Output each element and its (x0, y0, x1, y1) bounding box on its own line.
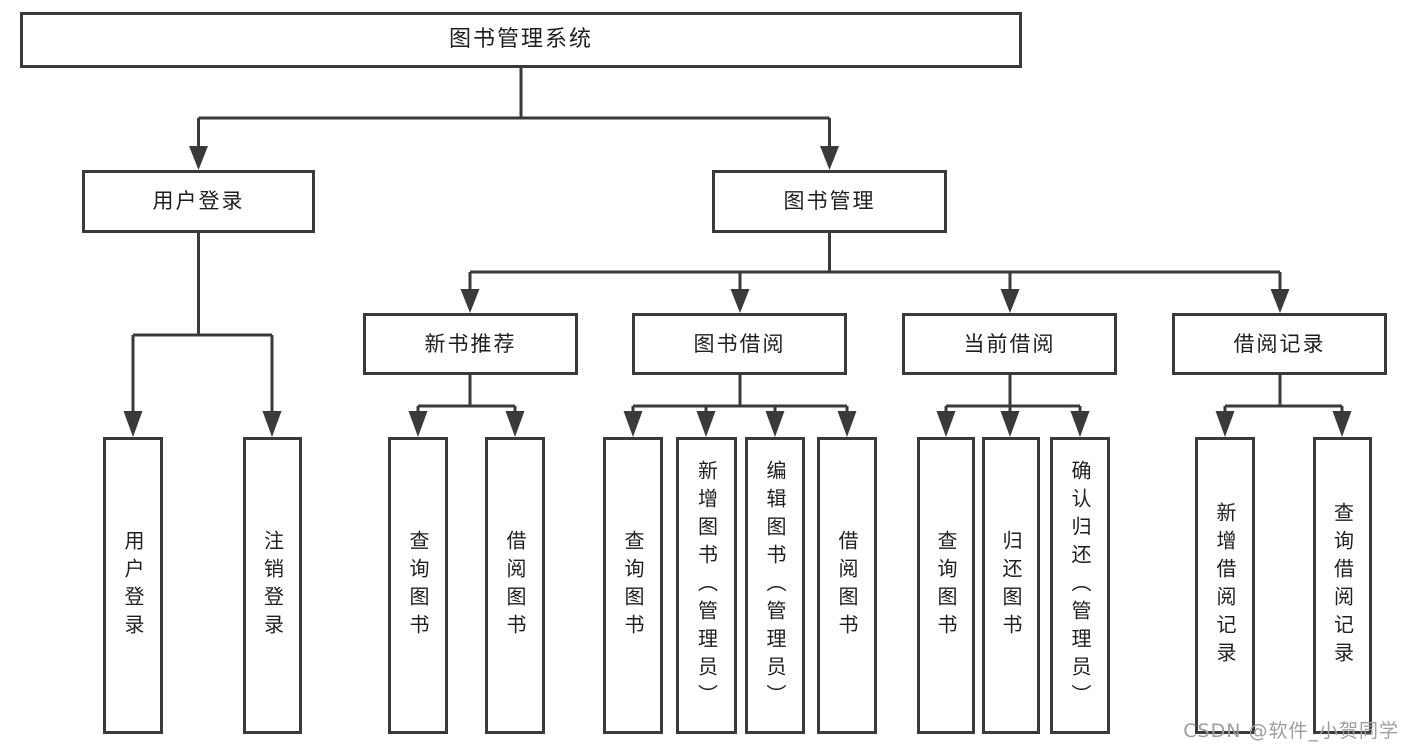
leaf-edit-books-admin: 编辑图书（管理员） (745, 437, 805, 734)
leaf-query-books-recommend: 查询图书 (388, 437, 448, 734)
connector-root-to-level2 (197, 68, 831, 150)
node-book-borrowing: 图书借阅 (632, 313, 847, 375)
arrowhead-icon (505, 411, 525, 437)
leaf-add-books-admin: 新增图书（管理员） (676, 437, 737, 734)
arrowhead-icon (189, 146, 208, 170)
arrowhead-icon (1270, 289, 1290, 313)
leaf-borrow-books-borrowing: 借阅图书 (817, 437, 877, 734)
node-new-book-recommend: 新书推荐 (363, 313, 578, 375)
arrowhead-icon (1332, 411, 1352, 437)
arrowhead-icon (936, 411, 956, 437)
watermark: CSDN @软件_小贺同学 (1183, 720, 1399, 742)
node-current-borrowing: 当前借阅 (902, 313, 1117, 375)
leaf-borrow-books-recommend: 借阅图书 (485, 437, 545, 734)
arrowhead-icon (262, 411, 282, 437)
connector-book-borrowing-to-leaves (631, 375, 849, 416)
connector-current-borrowing-to-leaves (944, 375, 1082, 416)
leaf-logout-login: 注销登录 (243, 437, 302, 734)
arrowhead-icon (820, 146, 839, 170)
connector-borrowing-records-to-leaves (1223, 375, 1344, 416)
arrowhead-icon (1000, 289, 1020, 313)
leaf-return-books: 归还图书 (982, 437, 1040, 734)
connector-new-book-recommend-to-leaves (416, 375, 517, 416)
leaf-user-login: 用户登录 (103, 437, 163, 734)
arrowhead-icon (123, 411, 143, 437)
leaf-query-books-current: 查询图书 (917, 437, 975, 734)
arrowhead-icon (730, 289, 750, 313)
arrowhead-icon (837, 411, 857, 437)
connector-user-login-to-leaves (131, 233, 274, 416)
leaf-query-borrowing-record: 查询借阅记录 (1313, 437, 1372, 734)
node-library-management-system: 图书管理系统 (20, 12, 1022, 68)
node-user-login: 用户登录 (82, 170, 315, 233)
arrowhead-icon (408, 411, 428, 437)
connector-book-management-to-level3 (468, 233, 1282, 292)
leaf-confirm-return-admin: 确认归还（管理员） (1050, 437, 1110, 734)
arrowhead-icon (765, 411, 785, 437)
arrowhead-icon (623, 411, 643, 437)
leaf-add-borrowing-record: 新增借阅记录 (1195, 437, 1255, 734)
node-borrowing-records: 借阅记录 (1172, 313, 1387, 375)
arrowhead-icon (460, 289, 480, 313)
arrowhead-icon (1215, 411, 1235, 437)
arrowhead-icon (1070, 411, 1090, 437)
arrowhead-icon (696, 411, 716, 437)
leaf-query-books-borrowing: 查询图书 (603, 437, 663, 734)
arrowhead-icon (1000, 411, 1020, 437)
node-book-management: 图书管理 (712, 170, 947, 233)
